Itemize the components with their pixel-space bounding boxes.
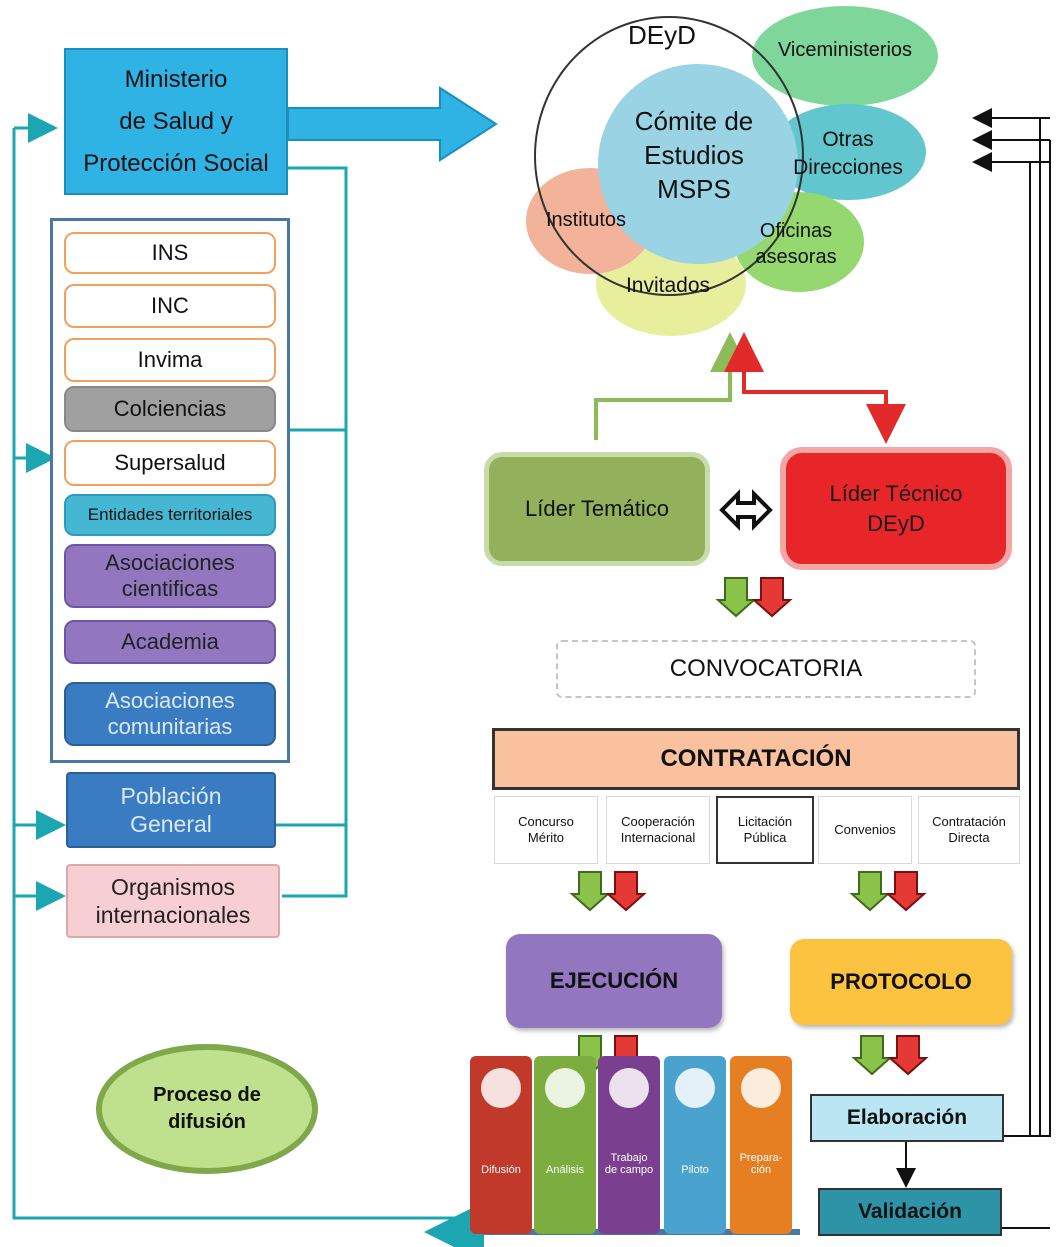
convocatoria-box: CONVOCATORIA bbox=[556, 640, 976, 698]
fase-analisis: Análisis bbox=[534, 1056, 596, 1234]
elaboracion-label: Elaboración bbox=[846, 1106, 968, 1129]
entity-colciencias: Colciencias bbox=[64, 386, 276, 432]
entity-label: Invima bbox=[137, 347, 203, 372]
oficinas-asesoras-label: Oficinas asesoras bbox=[755, 220, 837, 268]
fase-piloto: Piloto bbox=[664, 1056, 726, 1234]
right-return-line bbox=[972, 108, 1051, 1229]
green-down-arrow bbox=[851, 1035, 893, 1076]
modalidad-licitacion-publica: Licitación Pública bbox=[716, 796, 814, 864]
fase-label: Piloto bbox=[681, 1164, 709, 1176]
entity-label: Asociaciones comunitarias bbox=[105, 688, 235, 739]
green-down-arrow bbox=[569, 871, 611, 912]
entity-ins: INS bbox=[64, 232, 276, 274]
ejecucion-label: EJECUCIÓN bbox=[549, 968, 679, 993]
contratacion-box: CONTRATACIÓN bbox=[492, 728, 1020, 790]
right-collector-line bbox=[276, 166, 348, 898]
deyd-label: DEyD bbox=[628, 20, 696, 50]
fase-label: Trabajo de campo bbox=[604, 1152, 654, 1176]
modalidad-label: Concurso Mérito bbox=[518, 814, 574, 845]
fase-label: Difusión bbox=[481, 1164, 521, 1176]
comite-label: Cómite de Estudios MSPS bbox=[614, 100, 774, 210]
fase-difusion: Difusión bbox=[470, 1056, 532, 1234]
invitados-label: Invitados bbox=[625, 274, 711, 297]
poblacion-label: Población General bbox=[120, 783, 222, 837]
left-feedback-line bbox=[12, 113, 470, 1220]
modalidad-label: Convenios bbox=[834, 822, 896, 837]
proceso-difusion-ellipse: Proceso de difusión bbox=[96, 1044, 318, 1174]
fase-trabajo-campo: Trabajo de campo bbox=[598, 1056, 660, 1234]
fase-preparacion: Prepara- ción bbox=[730, 1056, 792, 1234]
fase-label: Análisis bbox=[546, 1164, 584, 1176]
comite-center-label: Cómite de Estudios MSPS bbox=[634, 106, 754, 204]
entity-label: Entidades territoriales bbox=[87, 505, 253, 524]
red-down-arrow bbox=[751, 577, 793, 618]
lider-tecnico-box: Líder Técnico DEyD bbox=[780, 447, 1012, 570]
protocolo-label: PROTOCOLO bbox=[830, 969, 972, 994]
fase-label: Prepara- ción bbox=[739, 1152, 783, 1176]
convocatoria-label: CONVOCATORIA bbox=[669, 655, 863, 682]
entity-label: Academia bbox=[121, 629, 219, 654]
ministerio-box: Ministerio de Salud y Protección Social bbox=[64, 48, 288, 195]
piloto-icon bbox=[675, 1068, 715, 1108]
viceministerios-label: Viceministerios bbox=[777, 38, 913, 61]
validacion-box: Validación bbox=[818, 1188, 1002, 1236]
entity-academia: Academia bbox=[64, 620, 276, 664]
organismos-label: Organismos internacionales bbox=[95, 874, 251, 928]
ministerio-label: Ministerio de Salud y Protección Social bbox=[83, 65, 269, 177]
organismos-internacionales-box: Organismos internacionales bbox=[66, 864, 280, 938]
entity-label: Asociaciones cientificas bbox=[105, 550, 235, 601]
entity-inc: INC bbox=[64, 284, 276, 328]
green-down-arrow bbox=[849, 871, 891, 912]
proceso-difusion-label: Proceso de difusión bbox=[153, 1084, 261, 1133]
modalidad-contratacion-directa: Contratación Directa bbox=[918, 796, 1020, 864]
entity-supersalud: Supersalud bbox=[64, 440, 276, 486]
modalidad-concurso-merito: Concurso Mérito bbox=[494, 796, 598, 864]
double-arrow bbox=[719, 489, 773, 531]
poblacion-general-box: Población General bbox=[66, 772, 276, 848]
red-link-arrow bbox=[742, 340, 906, 444]
entity-label: Colciencias bbox=[113, 396, 227, 421]
red-down-arrow bbox=[887, 1035, 929, 1076]
lider-tecnico-label: Líder Técnico DEyD bbox=[829, 480, 963, 536]
big-blue-arrow bbox=[287, 86, 498, 162]
modalidad-cooperacion-internacional: Cooperación Internacional bbox=[606, 796, 710, 864]
green-link-arrow bbox=[594, 332, 750, 440]
difusion-icon bbox=[481, 1068, 521, 1108]
analisis-icon bbox=[545, 1068, 585, 1108]
ejecucion-box: EJECUCIÓN bbox=[506, 934, 722, 1028]
entity-entidades-territoriales: Entidades territoriales bbox=[64, 494, 276, 536]
preparacion-icon bbox=[741, 1068, 781, 1108]
validacion-label: Validación bbox=[858, 1200, 962, 1223]
elaboracion-box: Elaboración bbox=[810, 1094, 1004, 1142]
green-down-arrow bbox=[715, 577, 757, 618]
entity-label: INS bbox=[151, 240, 189, 265]
lider-tematico-label: Líder Temático bbox=[525, 496, 669, 521]
entity-asociaciones-cientificas: Asociaciones cientificas bbox=[64, 544, 276, 608]
modalidad-convenios: Convenios bbox=[818, 796, 912, 864]
contratacion-label: CONTRATACIÓN bbox=[660, 745, 852, 772]
entity-label: INC bbox=[151, 293, 189, 318]
modalidad-label: Cooperación Internacional bbox=[620, 814, 696, 845]
entity-label: Supersalud bbox=[114, 450, 226, 475]
red-down-arrow bbox=[885, 871, 927, 912]
entity-asociaciones-comunitarias: Asociaciones comunitarias bbox=[64, 682, 276, 746]
trabajo-campo-icon bbox=[609, 1068, 649, 1108]
entity-invima: Invima bbox=[64, 338, 276, 382]
institutos-label: Institutos bbox=[545, 208, 627, 231]
protocolo-box: PROTOCOLO bbox=[790, 939, 1012, 1025]
modalidad-label: Contratación Directa bbox=[932, 814, 1006, 845]
lider-tematico-box: Líder Temático bbox=[484, 452, 710, 566]
modalidad-label: Licitación Pública bbox=[737, 814, 793, 845]
deyd-circle bbox=[534, 16, 804, 296]
red-down-arrow bbox=[605, 871, 647, 912]
otras-direcciones-label: Otras Direcciones bbox=[793, 128, 903, 179]
